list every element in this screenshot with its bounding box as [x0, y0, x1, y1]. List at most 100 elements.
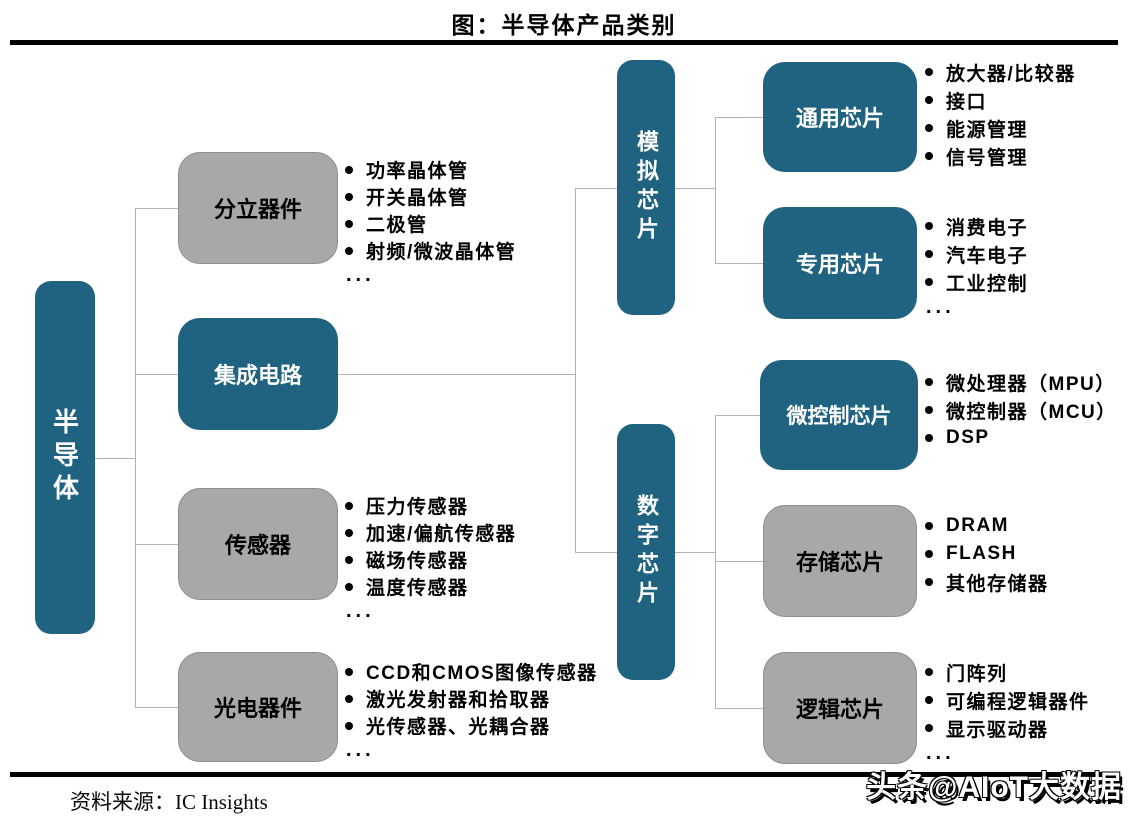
bullet-icon — [925, 578, 933, 586]
bullet-icon — [345, 501, 353, 510]
list-item: 开关晶体管 — [345, 183, 516, 210]
node-label: 集成电路 — [213, 363, 302, 388]
bullet-icon — [345, 528, 353, 537]
connector-line — [715, 561, 763, 562]
list-item: 磁场传感器 — [345, 546, 516, 573]
node-special-chip: 专用芯片 — [763, 207, 917, 319]
list-item: DRAM — [925, 512, 1049, 540]
watermark: 头条@AIoT大数据 — [866, 771, 1122, 804]
node-sensor: 传感器 — [178, 488, 338, 600]
bullet-icon — [345, 667, 353, 676]
node-label: 存储芯片 — [795, 550, 884, 575]
connector-line — [715, 263, 763, 264]
list-item: 放大器/比较器 — [925, 58, 1076, 86]
list-item: FLASH — [925, 540, 1049, 568]
source-name: IC Insights — [175, 790, 268, 814]
node-label: 微控制芯片 — [786, 405, 892, 428]
bullet-icon — [925, 68, 933, 76]
node-label: 数字芯片 — [634, 494, 659, 610]
node-label: 分立器件 — [213, 197, 302, 222]
node-label: 模拟芯片 — [634, 129, 659, 246]
bullet-list-general: 放大器/比较器 接口 能源管理 信号管理 — [925, 58, 1076, 170]
bullet-icon — [925, 668, 933, 676]
bullet-list-micro: 微处理器（MPU） 微控制器（MCU） DSP — [925, 368, 1117, 452]
bullet-icon — [925, 406, 933, 414]
node-optoelectronics: 光电器件 — [178, 652, 338, 762]
bullet-list-opto: CCD和CMOS图像传感器 激光发射器和拾取器 光传感器、光耦合器 ... — [345, 658, 598, 761]
list-item: 信号管理 — [925, 142, 1076, 170]
node-semiconductor: 半导体 — [35, 281, 95, 634]
bullet-icon — [925, 222, 933, 230]
connector-line — [135, 208, 178, 209]
connector-line — [715, 415, 760, 416]
bullet-icon — [925, 250, 933, 258]
bullet-icon — [345, 694, 353, 703]
list-item: 可编程逻辑器件 — [925, 686, 1090, 714]
connector-line — [675, 552, 715, 553]
list-item: 射频/微波晶体管 — [345, 237, 516, 264]
ellipsis: ... — [926, 296, 955, 318]
bullet-list-logic: 门阵列 可编程逻辑器件 显示驱动器 ... — [925, 658, 1090, 764]
list-item: 汽车电子 — [925, 240, 1028, 268]
node-integrated-circuit: 集成电路 — [178, 318, 338, 430]
connector-line — [575, 188, 617, 189]
list-item: 其他存储器 — [925, 568, 1049, 596]
connector-line — [135, 208, 136, 708]
list-item: 加速/偏航传感器 — [345, 519, 516, 546]
bullet-icon — [925, 724, 933, 732]
source-prefix: 资料来源： — [70, 790, 175, 814]
source-note: 资料来源：IC Insights — [70, 786, 268, 816]
list-item: 光传感器、光耦合器 — [345, 712, 598, 739]
bullet-icon — [925, 550, 933, 558]
list-item: CCD和CMOS图像传感器 — [345, 658, 598, 685]
connector-line — [575, 188, 576, 552]
bullet-icon — [925, 378, 933, 386]
node-microcontroller-chip: 微控制芯片 — [760, 360, 918, 470]
list-item: 二极管 — [345, 210, 516, 237]
list-item: 激光发射器和拾取器 — [345, 685, 598, 712]
connector-line — [338, 374, 575, 375]
bullet-icon — [345, 219, 353, 228]
bullet-icon — [345, 192, 353, 201]
ellipsis: ... — [926, 742, 955, 764]
list-item: 门阵列 — [925, 658, 1090, 686]
ellipsis: ... — [346, 264, 375, 286]
bullet-list-sensor: 压力传感器 加速/偏航传感器 磁场传感器 温度传感器 ... — [345, 492, 516, 622]
list-item: 功率晶体管 — [345, 156, 516, 183]
bullet-icon — [925, 124, 933, 132]
bullet-icon — [925, 278, 933, 286]
list-item: 能源管理 — [925, 114, 1076, 142]
connector-line — [135, 707, 178, 708]
bullet-list-discrete: 功率晶体管 开关晶体管 二极管 射频/微波晶体管 ... — [345, 156, 516, 286]
ellipsis: ... — [346, 600, 375, 622]
node-label: 半导体 — [49, 408, 80, 507]
node-label: 通用芯片 — [795, 106, 884, 131]
bullet-icon — [345, 165, 353, 174]
list-item: 微处理器（MPU） — [925, 368, 1117, 396]
connector-line — [575, 552, 617, 553]
bullet-icon — [925, 152, 933, 160]
node-label: 逻辑芯片 — [795, 697, 884, 722]
list-item: 压力传感器 — [345, 492, 516, 519]
node-memory-chip: 存储芯片 — [763, 505, 917, 617]
page-title: 图：半导体产品类别 — [451, 12, 677, 38]
connector-line — [715, 708, 763, 709]
bullet-icon — [925, 696, 933, 704]
bullet-icon — [345, 555, 353, 564]
bottom-rule — [10, 772, 1118, 777]
list-item: 消费电子 — [925, 212, 1028, 240]
list-item: DSP — [925, 424, 1117, 452]
node-label: 传感器 — [224, 533, 291, 558]
node-analog-chip: 模拟芯片 — [617, 60, 675, 315]
connector-line — [675, 188, 715, 189]
connector-line — [95, 458, 135, 459]
bullet-list-memory: DRAM FLASH 其他存储器 — [925, 512, 1049, 596]
bullet-icon — [925, 434, 933, 442]
node-discrete-devices: 分立器件 — [178, 152, 338, 264]
node-general-chip: 通用芯片 — [763, 62, 917, 172]
node-label: 专用芯片 — [795, 252, 884, 277]
bullet-list-special: 消费电子 汽车电子 工业控制 ... — [925, 212, 1028, 318]
node-digital-chip: 数字芯片 — [617, 424, 675, 680]
bullet-icon — [345, 582, 353, 591]
